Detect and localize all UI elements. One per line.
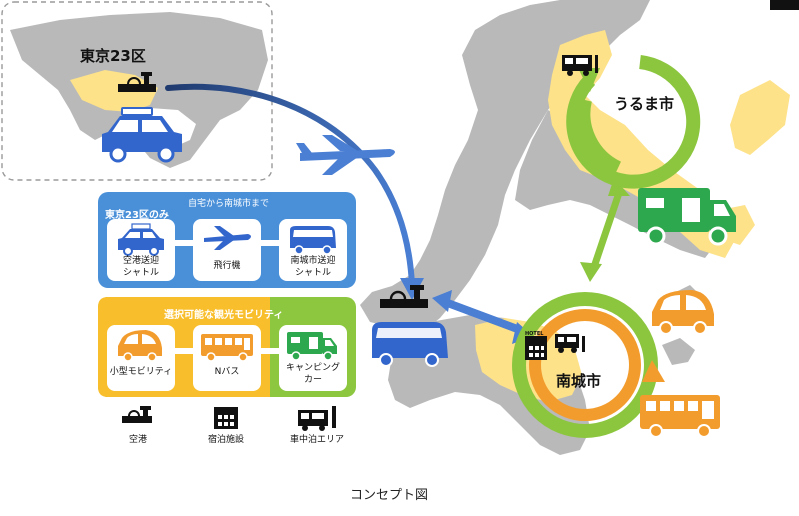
small-island-2 [662, 338, 695, 365]
mobility-nbus-label: Nバス [193, 366, 261, 378]
mobility-camper-line1: キャンピング [285, 363, 340, 373]
uruma-islands [720, 80, 790, 245]
camping-car-icon [638, 188, 736, 246]
tokyo-taxi-icon [102, 107, 182, 163]
hotel-sign-label: HOTEL [525, 331, 544, 337]
route-step-nanjo-line2: シャトル [294, 268, 331, 278]
legend-airport-icon [122, 406, 152, 423]
uruma-nanjo-arrow [580, 178, 630, 282]
legend-camper-area-icon [298, 406, 336, 431]
legend-airport-label: 空港 [128, 435, 147, 445]
okinawa-shuttle-icon [372, 322, 448, 367]
mobility-camper-label: キャンピング カー [279, 362, 347, 386]
small-mobility-step-icon [118, 330, 162, 362]
legend-hotel-icon [214, 407, 238, 429]
nanjo-camper-area-icon [555, 334, 585, 353]
camping-car-step-icon [287, 332, 337, 361]
mobility-camper-line2: カー [303, 375, 322, 385]
flight-route-arrow [165, 83, 415, 288]
plane-step-icon [204, 226, 251, 250]
mobility-panel [98, 297, 356, 397]
okinawa-airport-icon [380, 285, 428, 308]
route-step-nanjo-label: 南城市送迎 シャトル [279, 255, 347, 279]
mobility-small-label: 小型モビリティ [103, 366, 179, 378]
route-panel-title: 自宅から南城市まで [188, 199, 270, 209]
uruma-camper-area-icon [562, 55, 598, 76]
mobility-small-line1: 小型モビリティ [109, 367, 173, 377]
n-bus-icon [640, 395, 720, 438]
route-step-plane-label: 飛行機 [193, 260, 261, 272]
route-step-plane-line1: 飛行機 [213, 261, 241, 271]
n-bus-step-icon [201, 334, 253, 362]
route-step-shuttle-label: 空港送迎 シャトル [107, 255, 175, 279]
corner-mark [770, 0, 799, 10]
airport-shuttle-icon [118, 223, 164, 256]
okinawa-island-shape [360, 0, 650, 330]
nanjo-hotel-icon [525, 336, 547, 360]
small-mobility-icon [652, 290, 714, 335]
legend-camper-area-label: 車中泊エリア [289, 435, 344, 445]
route-step-shuttle-line2: シャトル [122, 268, 159, 278]
tokyo-airport-icon [118, 72, 156, 92]
caption: コンセプト図 [350, 488, 429, 503]
legend-hotel-label: 宿泊施設 [207, 435, 244, 445]
tokyo-23-region [70, 70, 158, 112]
route-step-nanjo-line1: 南城市送迎 [290, 256, 336, 266]
mobility-panel-title: 選択可能な観光モビリティ [164, 310, 284, 321]
route-panel [98, 192, 356, 288]
tokyo-region-label: 東京23区 [80, 47, 146, 65]
route-step-shuttle-line1: 空港送迎 [122, 256, 159, 266]
nanjo-shuttle-icon [290, 226, 336, 255]
nanjo-label: 南城市 [556, 372, 602, 390]
route-panel-note: 東京23区のみ [105, 210, 169, 221]
uruma-label: うるま市 [614, 95, 675, 113]
airplane-icon [296, 135, 395, 175]
mobility-nbus-line1: Nバス [214, 367, 240, 377]
